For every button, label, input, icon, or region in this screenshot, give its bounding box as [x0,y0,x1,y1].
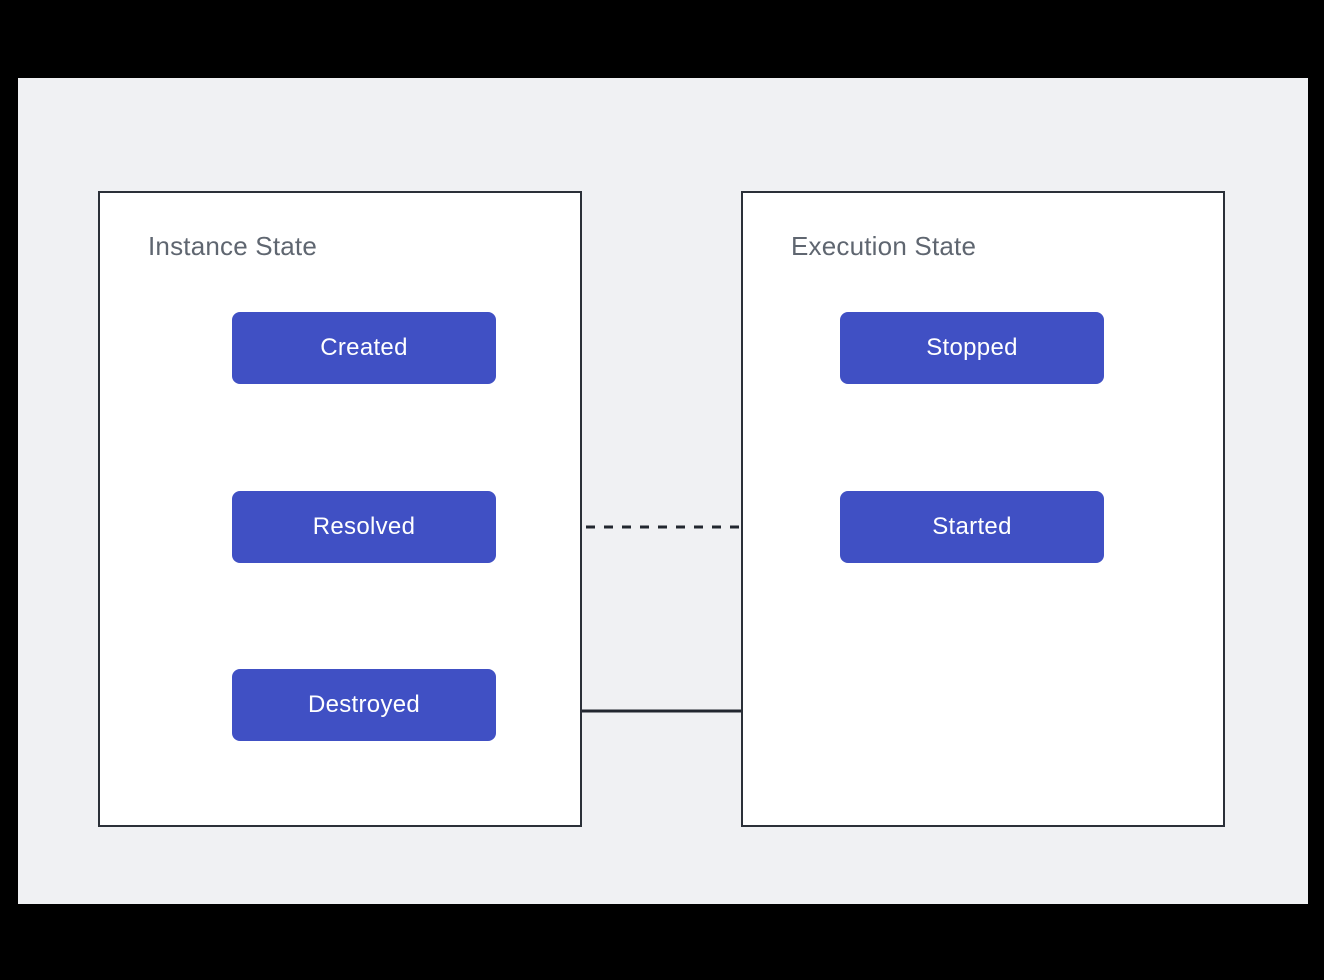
state-node-started[interactable]: Started [840,491,1104,563]
panel-execution-state-title: Execution State [791,231,977,261]
state-node-destroyed[interactable]: Destroyed [232,669,496,741]
state-node-resolved[interactable]: Resolved [232,491,496,563]
diagram-canvas: Started --> Instance State Execution Sta… [18,78,1308,904]
state-node-stopped[interactable]: Stopped [840,312,1104,384]
state-node-created[interactable]: Created [232,312,496,384]
panel-instance-state-title: Instance State [148,231,318,261]
